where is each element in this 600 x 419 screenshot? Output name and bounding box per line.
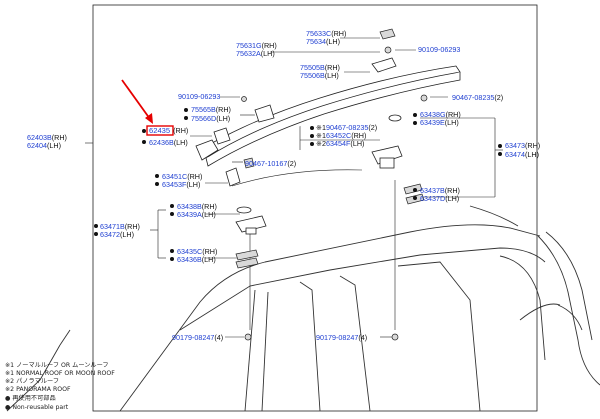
callout-63474[interactable]: 63474(LH) [505,150,539,159]
callout-63473[interactable]: 63473(RH) [505,141,540,150]
callout-90467-mid[interactable]: ※190467-08235(2) [316,123,377,132]
callout-63438g[interactable]: 63438G(RH) [420,110,461,119]
note-4: ※2 PANORAMA ROOF [5,386,71,393]
roof-rail-assembly [195,28,461,167]
callout-labels: 75633C(RH) 75634(LH) 75631G(RH) 75632A(L… [27,29,540,342]
callout-90179-right[interactable]: 90179-08247(4) [316,333,367,342]
callout-75634[interactable]: 75634(LH) [306,37,340,46]
legend-notes: ※1 ノーマルルーフ OR ムーンルーフ ※1 NORMAL ROOF OR M… [5,362,115,411]
note-6: ● Non-reusable part [5,404,69,411]
callout-75505b[interactable]: 75505B(RH) [300,63,340,72]
callout-62404[interactable]: 62404(LH) [27,141,61,150]
callout-63451c[interactable]: 63451C(RH) [162,172,202,181]
callout-63472[interactable]: 63472(LH) [100,230,134,239]
callout-90467-lower[interactable]: 90467-10167(2) [245,159,296,168]
note-2: ※1 NORMAL ROOF OR MOON ROOF [5,370,115,377]
callout-63452c[interactable]: ※163452C(RH) [316,131,366,140]
callout-75565b[interactable]: 75565B(RH) [191,105,231,114]
callout-63439e[interactable]: 63439E(LH) [420,118,459,127]
callout-90179-left[interactable]: 90179-08247(4) [172,333,223,342]
callout-63471b[interactable]: 63471B(RH) [100,222,140,231]
non-reusable-dots [94,108,502,261]
note-1: ※1 ノーマルルーフ OR ムーンルーフ [5,362,109,369]
callout-75631g[interactable]: 75631G(RH) [236,41,277,50]
callout-63437d[interactable]: 63437D(LH) [420,194,459,203]
callout-75632a[interactable]: 75632A(LH) [236,49,275,58]
callout-75566d[interactable]: 75566D(LH) [191,114,230,123]
callout-63438b[interactable]: 63438B(RH) [177,202,217,211]
callout-63454f[interactable]: ※263454F(LH) [316,139,364,148]
callout-90467-right[interactable]: 90467-08235(2) [452,93,503,102]
callout-90109-left[interactable]: 90109-06293 [178,92,220,101]
callout-63435c[interactable]: 63435C(RH) [177,247,217,256]
note-3: ※2 パノラマルーフ [5,378,59,385]
callout-62436b[interactable]: 62436B(LH) [149,138,188,147]
highlight-box-62435 [146,125,174,136]
callout-62435[interactable]: 62435(RH) [149,126,188,135]
callout-63436b[interactable]: 63436B(LH) [177,255,216,264]
rail-lower-parts [225,114,425,341]
callout-63437b[interactable]: 63437B(RH) [420,186,460,195]
callout-63453f[interactable]: 63453F(LH) [162,180,200,189]
car-body-outline [6,205,600,412]
note-5: ● 再使用不可部品 [5,394,56,402]
callout-90109-right[interactable]: 90109-06293 [418,45,460,54]
callout-62403b[interactable]: 62403B(RH) [27,133,67,142]
callout-63439a[interactable]: 63439A(LH) [177,210,216,219]
diagram-frame [92,4,538,412]
callout-75506b[interactable]: 75506B(LH) [300,71,339,80]
leader-lines [85,37,503,338]
callout-75633c[interactable]: 75633C(RH) [306,29,346,38]
highlight-arrow-icon [121,79,153,124]
